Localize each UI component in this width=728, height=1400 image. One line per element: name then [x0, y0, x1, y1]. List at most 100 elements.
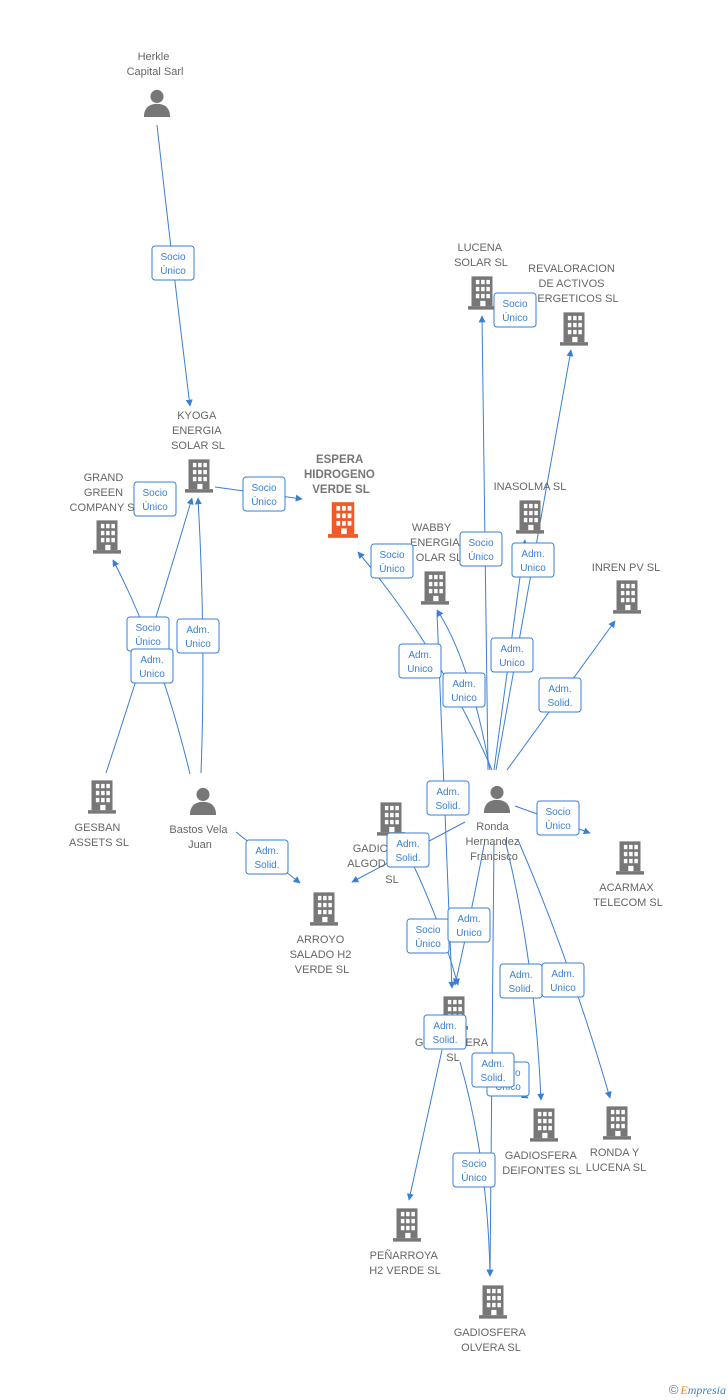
relation-box[interactable]: Adm. Unico [490, 637, 534, 673]
svg-text:Socio: Socio [461, 1159, 486, 1170]
node-label-bastos[interactable]: Bastos Vela Juan [169, 824, 230, 851]
copyright-icon: © [668, 1382, 679, 1397]
footer-brand: ©Empresia [669, 1382, 726, 1398]
relation-box[interactable]: Adm.Unico [176, 618, 220, 654]
node-label-wabby[interactable]: WABBY ENERGIA OLAR SL [410, 522, 462, 564]
svg-text:Solid.: Solid. [435, 801, 460, 812]
relation-box[interactable]: Adm.Solid. [245, 839, 289, 875]
building-icon[interactable] [603, 1106, 631, 1140]
node-labels: Herkle Capital Sarl KYOGA ENERGIA SOLAR … [69, 51, 663, 1354]
relation-box[interactable]: Adm.Unico [541, 962, 585, 998]
svg-text:Socio: Socio [468, 538, 493, 549]
relation-box[interactable]: Adm.Solid. [538, 677, 582, 713]
building-icon[interactable] [516, 500, 544, 534]
person-icon[interactable] [143, 89, 171, 117]
node-label-gadiosfera-olvera[interactable]: GADIOSFERA OLVERA SL [454, 1327, 529, 1354]
node-label-inasolma[interactable]: INASOLMA SL [494, 481, 567, 493]
building-icon[interactable] [616, 841, 644, 875]
svg-text:Único: Único [160, 264, 186, 277]
node-label-kyoga[interactable]: KYOGA ENERGIA SOLAR SL [171, 410, 225, 452]
node-label-revaloracion[interactable]: REVALORACION DE ACTIVOS ERGETICOS SL [528, 263, 618, 305]
relation-box[interactable]: Adm. Unico [398, 643, 442, 679]
node-label-lucena[interactable]: LUCENA SOLAR SL [454, 242, 508, 269]
svg-text:Adm.: Adm. [457, 914, 480, 925]
svg-text:Unico: Unico [499, 658, 525, 669]
svg-text:Adm.: Adm. [433, 1021, 456, 1032]
svg-text:Socio: Socio [135, 623, 160, 634]
node-label-ronda-person[interactable]: Ronda Hernandez Francisco [466, 821, 523, 863]
building-icon[interactable] [468, 276, 496, 310]
relation-box[interactable]: Adm.Unico [442, 672, 486, 708]
relation-box[interactable]: Adm.Solid. [499, 963, 543, 999]
svg-text:Adm.: Adm. [481, 1059, 504, 1070]
relation-box[interactable]: Adm.Solid. [386, 832, 430, 868]
node-label-penarroya[interactable]: PEÑARROYA H2 VERDE SL [369, 1249, 441, 1277]
svg-text:Socio: Socio [379, 550, 404, 561]
svg-text:Unico: Unico [407, 664, 433, 675]
svg-text:Adm.: Adm. [255, 846, 278, 857]
node-label-herkle[interactable]: Herkle Capital Sarl [127, 51, 184, 78]
node-label-gadiosfera-algod[interactable]: GADIO ALGOD SL [347, 843, 399, 886]
building-icon[interactable] [185, 459, 213, 493]
building-icon[interactable] [377, 802, 405, 836]
svg-text:Adm.: Adm. [408, 650, 431, 661]
svg-text:Socio: Socio [502, 299, 527, 310]
svg-text:Único: Único [461, 1171, 487, 1184]
building-icon[interactable] [88, 780, 116, 814]
building-icon[interactable] [560, 312, 588, 346]
node-label-arroyo[interactable]: ARROYO SALADO H2 VERDE SL [290, 934, 355, 976]
relation-box[interactable]: Adm. Solid. [426, 780, 470, 816]
svg-text:Adm.: Adm. [500, 644, 523, 655]
svg-text:Unico: Unico [451, 693, 477, 704]
building-icon[interactable] [421, 571, 449, 605]
node-label-gadiosfera-deifontes[interactable]: GADIOSFERA DEIFONTES SL [502, 1150, 581, 1177]
svg-text:Adm.: Adm. [140, 655, 163, 666]
relation-box[interactable]: Adm.Solid. [471, 1052, 515, 1088]
node-label-acarmax[interactable]: ACARMAX TELECOM SL [593, 882, 663, 909]
svg-text:Único: Único [545, 819, 571, 832]
building-icon[interactable] [393, 1208, 421, 1242]
person-icon[interactable] [189, 787, 217, 815]
svg-text:Solid.: Solid. [432, 1035, 457, 1046]
building-icon[interactable] [613, 580, 641, 614]
svg-text:Solid.: Solid. [508, 984, 533, 995]
svg-text:Único: Único [379, 562, 405, 575]
building-icon[interactable] [530, 1108, 558, 1142]
brand-initial: E [680, 1383, 688, 1397]
node-label-inren[interactable]: INREN PV SL [592, 562, 660, 574]
relation-box[interactable]: Adm. Solid. [423, 1014, 467, 1050]
relation-box[interactable]: Adm. Unico [130, 648, 174, 684]
node-label-ronda-lucena[interactable]: RONDA Y LUCENA SL [586, 1147, 647, 1174]
svg-text:Adm.: Adm. [436, 787, 459, 798]
building-icon[interactable] [479, 1285, 507, 1319]
svg-text:Adm.: Adm. [521, 549, 544, 560]
person-icon[interactable] [483, 785, 511, 813]
svg-text:Adm.: Adm. [551, 969, 574, 980]
building-icon[interactable] [93, 520, 121, 554]
focus-building-icon[interactable] [328, 502, 358, 538]
building-icon[interactable] [310, 892, 338, 926]
svg-text:Unico: Unico [520, 563, 546, 574]
svg-text:Socio: Socio [415, 925, 440, 936]
svg-text:Unico: Unico [139, 669, 165, 680]
brand-name: mpresia [687, 1383, 726, 1397]
node-label-gesban[interactable]: GESBAN ASSETS SL [69, 822, 129, 849]
node-label-grand[interactable]: GRAND GREEN COMPANY S [70, 472, 135, 514]
relation-box[interactable]: Adm.Unico [447, 907, 491, 943]
node-label-espera[interactable]: ESPERA HIDROGENO VERDE SL [304, 454, 378, 496]
svg-text:Único: Único [468, 550, 494, 563]
svg-text:Único: Único [502, 311, 528, 324]
relation-box[interactable]: Adm. Unico [511, 542, 555, 578]
